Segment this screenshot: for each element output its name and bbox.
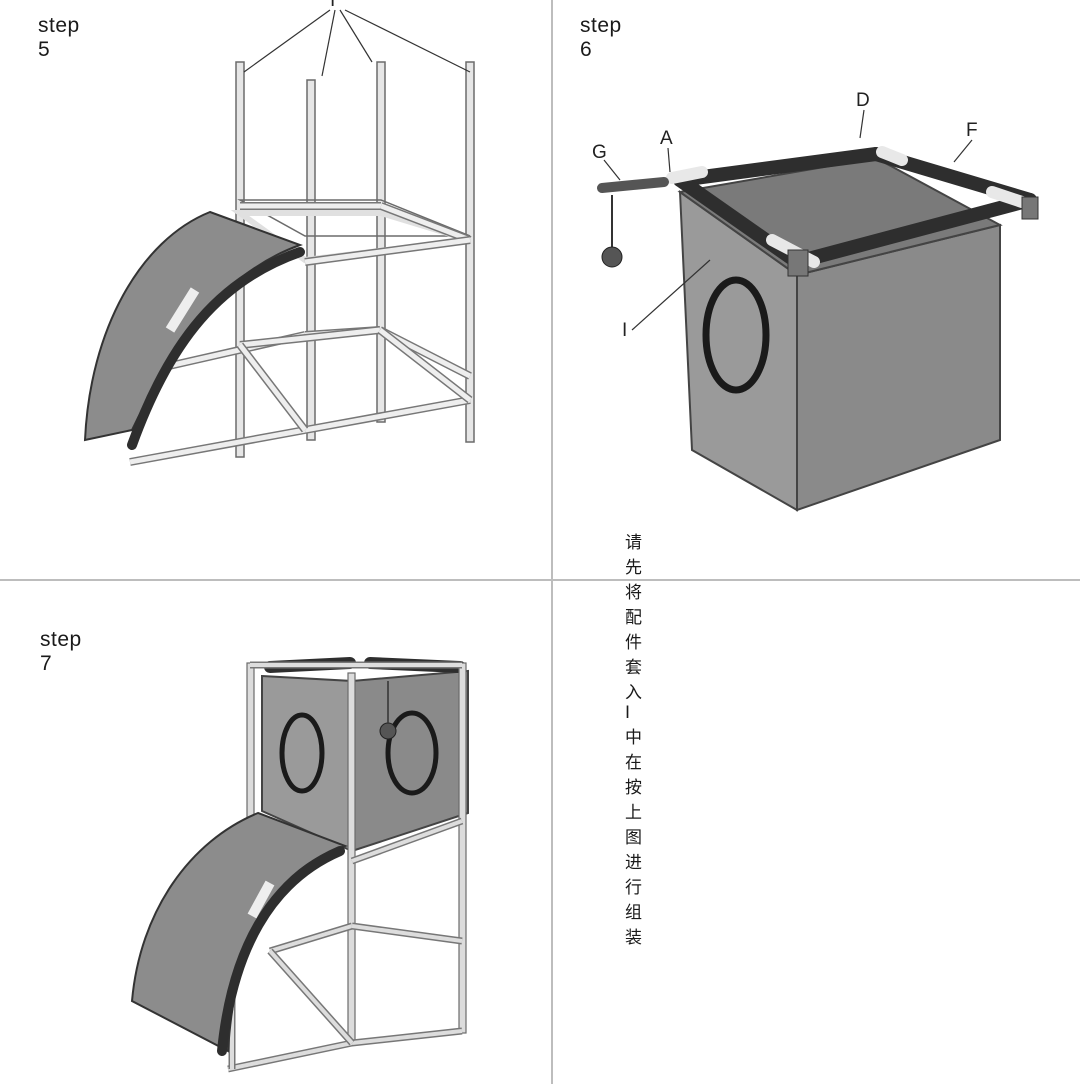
horizontal-divider [0, 579, 1080, 581]
step-7-diagram [130, 657, 469, 1073]
step-5-title: step 5 [38, 14, 80, 61]
frame-post [465, 61, 475, 443]
corner-joint [787, 249, 809, 277]
step-6-diagram: G A D F I [592, 90, 1039, 512]
frame-post [376, 61, 386, 423]
part-label-a: A [660, 128, 673, 149]
assembly-note: 请先将配件套入 I 中在按上图进行组装 [625, 533, 643, 948]
toy-arm [597, 177, 669, 193]
porthole [702, 276, 770, 394]
toy-ball [379, 722, 397, 740]
corner-joint [1021, 196, 1039, 220]
ramp-cushion [217, 846, 345, 1056]
ramp-cushion [127, 247, 305, 450]
step-5-diagram: I [83, 0, 475, 466]
vertical-divider [551, 0, 553, 1084]
ramp-panel [130, 811, 348, 1053]
porthole [279, 712, 325, 794]
step-7-title: step 7 [40, 628, 82, 675]
part-label-d: D [856, 90, 870, 111]
part-label-i: I [330, 0, 335, 11]
part-label-f: F [966, 120, 978, 141]
toy-ball [601, 246, 623, 268]
part-label-i: I [622, 320, 627, 341]
step-6-title: step 6 [580, 14, 622, 61]
porthole [385, 710, 439, 796]
part-label-g: G [592, 142, 607, 163]
